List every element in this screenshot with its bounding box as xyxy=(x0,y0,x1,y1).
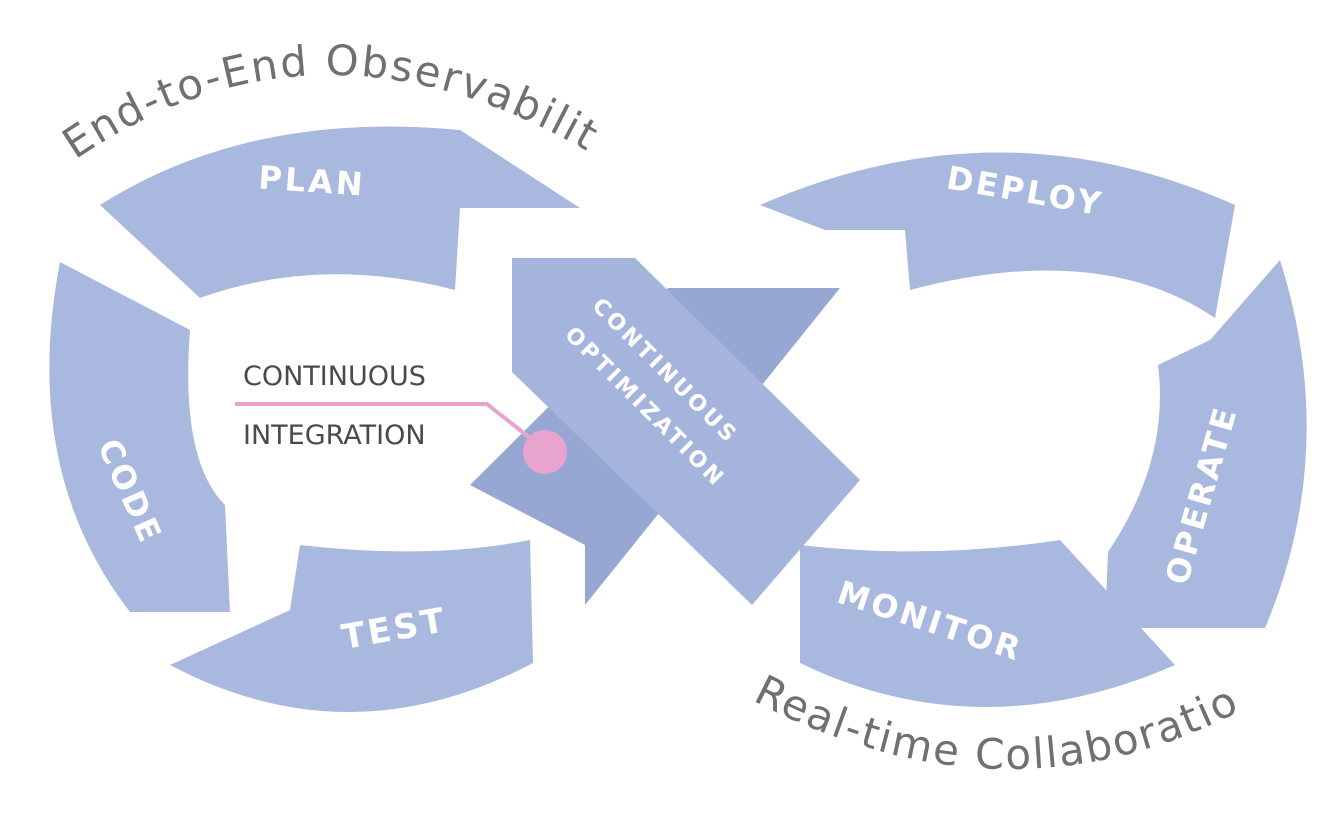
operate-segment xyxy=(1105,260,1307,628)
plan-segment xyxy=(100,126,580,298)
code-segment xyxy=(49,262,230,612)
monitor-segment xyxy=(800,540,1175,708)
continuous-integration-callout: CONTINUOUS INTEGRATION xyxy=(235,361,567,474)
callout-line1: CONTINUOUS xyxy=(243,361,426,392)
callout-dot xyxy=(523,430,567,474)
callout-line xyxy=(235,402,532,440)
center-crossing xyxy=(470,258,860,605)
left-loop xyxy=(49,126,580,713)
right-loop xyxy=(760,152,1307,708)
continuous-optimization-band xyxy=(512,258,860,605)
deploy-segment xyxy=(760,152,1235,318)
callout-line2: INTEGRATION xyxy=(243,420,426,451)
plan-label: PLAN xyxy=(257,158,367,203)
test-segment xyxy=(170,540,533,713)
